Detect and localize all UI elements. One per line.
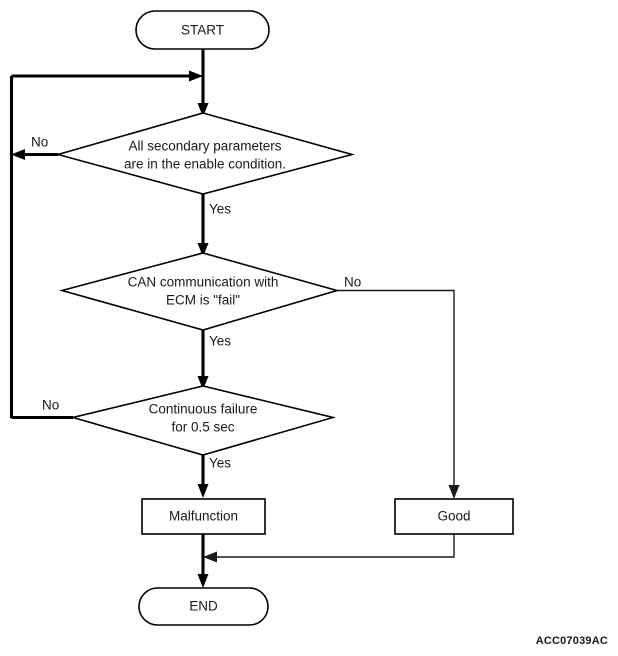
diagram-reference-code: ACC07039AC xyxy=(535,635,608,647)
malfunction-shape xyxy=(141,498,266,535)
connector-decision2-no xyxy=(337,289,460,499)
connector-malfunction-to-end xyxy=(197,534,209,588)
edge-label-decision2-yes: Yes xyxy=(209,334,231,349)
good-label: Good xyxy=(437,509,470,524)
node-decision-can-communication[interactable]: CAN communication with ECM is "fail" xyxy=(58,252,340,331)
decision2-shape xyxy=(58,252,340,331)
connector-decision1-yes xyxy=(197,194,209,257)
decision1-shape xyxy=(55,112,356,195)
node-malfunction[interactable]: Malfunction xyxy=(141,498,266,535)
end-label: END xyxy=(189,599,218,614)
good-shape xyxy=(394,498,514,535)
connector-feedback-return-top xyxy=(11,70,203,82)
edge-label-decision3-no: No xyxy=(42,398,59,413)
decision3-label-line1: Continuous failure xyxy=(149,402,258,417)
node-decision-continuous-failure[interactable]: Continuous failure for 0.5 sec xyxy=(69,385,337,456)
connector-decision1-no xyxy=(11,149,58,160)
decision2-label-line1: CAN communication with xyxy=(128,275,279,290)
edge-label-decision1-no: No xyxy=(31,135,48,150)
decision2-label-line2: ECM is "fail" xyxy=(166,293,240,308)
node-start[interactable]: START xyxy=(135,10,270,50)
connector-decision3-yes xyxy=(197,455,209,498)
connector-good-to-merge xyxy=(203,534,455,563)
edge-label-decision3-yes: Yes xyxy=(209,456,231,471)
decision3-label-line2: for 0.5 sec xyxy=(171,420,234,435)
decision3-shape xyxy=(69,385,337,456)
node-good[interactable]: Good xyxy=(394,498,514,535)
edge-label-decision1-yes: Yes xyxy=(209,202,231,217)
start-label: START xyxy=(181,23,224,38)
end-shape xyxy=(138,587,269,626)
connector-start-to-decision1 xyxy=(197,48,209,117)
node-decision-secondary-parameters[interactable]: All secondary parameters are in the enab… xyxy=(55,112,356,195)
start-shape xyxy=(135,10,270,50)
edge-label-decision2-no: No xyxy=(344,275,361,290)
decision1-label-line2: are in the enable condition. xyxy=(124,157,286,172)
malfunction-label: Malfunction xyxy=(169,509,238,524)
connector-decision2-yes xyxy=(197,330,209,390)
decision1-label-line1: All secondary parameters xyxy=(128,139,281,154)
node-end[interactable]: END xyxy=(138,587,269,626)
